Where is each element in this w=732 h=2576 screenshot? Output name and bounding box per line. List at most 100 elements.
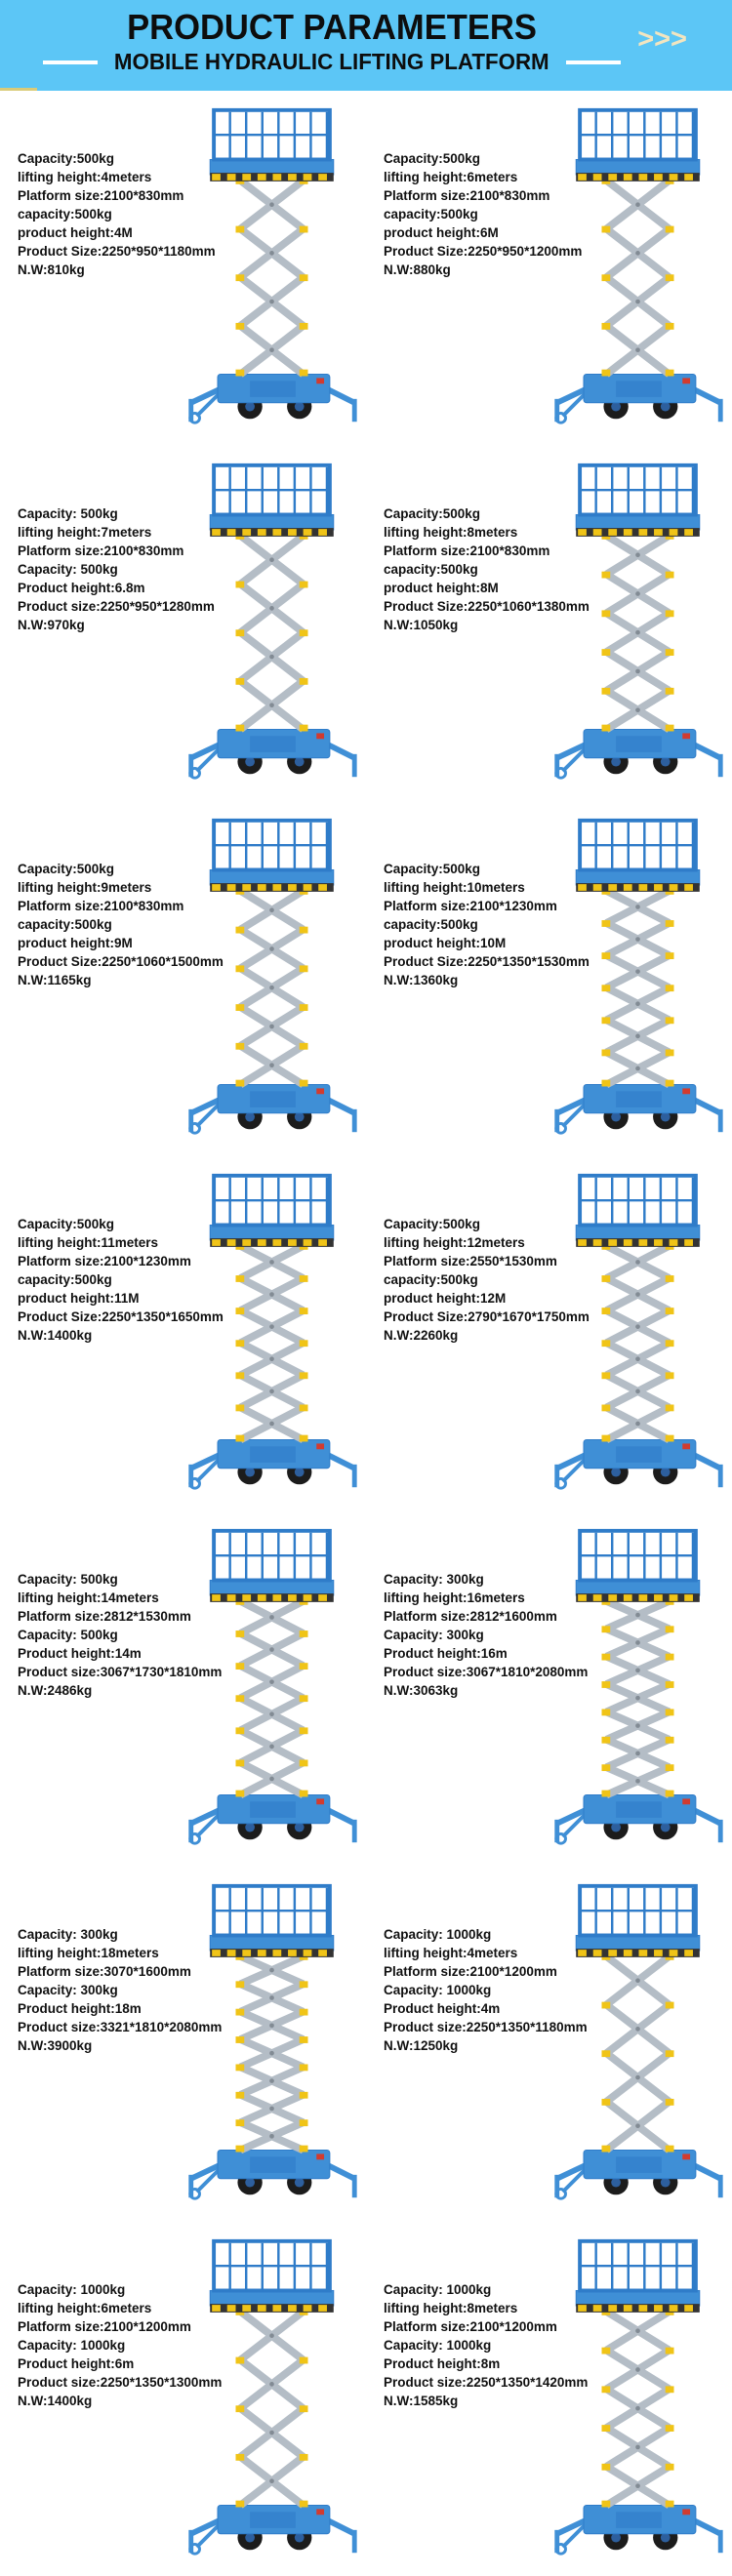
spec-line: product height:4M xyxy=(18,225,133,240)
spec-line: Capacity:500kg xyxy=(18,862,115,876)
spec-line: Platform size:2100*830mm xyxy=(384,543,550,558)
spec-line: product height:6M xyxy=(384,225,499,240)
spec-line: Product Size:2250*1350*1650mm xyxy=(18,1309,224,1324)
scissor-lift-image xyxy=(176,1511,366,1867)
scissor-lift-image xyxy=(542,91,732,446)
spec-line: N.W:1400kg xyxy=(18,1328,93,1343)
spec-line: Platform size:2100*1200mm xyxy=(384,1964,557,1979)
spec-line: Product Size:2250*950*1200mm xyxy=(384,244,583,259)
spec-line: lifting height:9meters xyxy=(18,880,152,895)
subtitle-row: MOBILE HYDRAULIC LIFTING PLATFORM xyxy=(0,49,664,75)
spec-line: Product size:2250*1350*1420mm xyxy=(384,2375,589,2390)
spec-line: Product Size:2250*950*1180mm xyxy=(18,244,216,259)
spec-line: Capacity: 1000kg xyxy=(18,2338,126,2353)
spec-line: Product size:3321*1810*2080mm xyxy=(18,2020,223,2034)
spec-line: Capacity: 1000kg xyxy=(18,2282,126,2297)
scissor-lift-image xyxy=(542,801,732,1156)
spec-line: Capacity: 1000kg xyxy=(384,2282,492,2297)
spec-line: Capacity: 500kg xyxy=(18,1572,118,1587)
spec-line: N.W:3900kg xyxy=(18,2038,93,2053)
spec-line: product height:12M xyxy=(384,1291,507,1306)
spec-line: lifting height:8meters xyxy=(384,2301,518,2315)
scissor-lift-image xyxy=(176,1867,366,2222)
spec-line: Capacity:500kg xyxy=(384,506,481,521)
spec-line: lifting height:8meters xyxy=(384,525,518,540)
spec-line: Product size:2250*1350*1180mm xyxy=(384,2020,588,2034)
spec-line: Platform size:2100*830mm xyxy=(18,899,184,913)
spec-line: N.W:2260kg xyxy=(384,1328,459,1343)
spec-line: Platform size:3070*1600mm xyxy=(18,1964,191,1979)
spec-line: Product height:6m xyxy=(18,2356,135,2371)
spec-line: Product height:16m xyxy=(384,1646,508,1661)
spec-line: Product height:4m xyxy=(384,2001,501,2016)
spec-line: N.W:2486kg xyxy=(18,1683,93,1698)
scissor-lift-image xyxy=(542,446,732,801)
spec-line: product height:8M xyxy=(384,581,499,595)
spec-line: capacity:500kg xyxy=(18,917,112,932)
spec-line: Product Size:2250*1060*1380mm xyxy=(384,599,590,614)
spec-line: N.W:1585kg xyxy=(384,2394,459,2408)
spec-line: Capacity: 1000kg xyxy=(384,1983,492,1997)
header-banner: PRODUCT PARAMETERS MOBILE HYDRAULIC LIFT… xyxy=(0,0,732,91)
spec-line: Capacity: 1000kg xyxy=(384,1927,492,1942)
scissor-lift-image xyxy=(542,1867,732,2222)
spec-line: Platform size:2812*1530mm xyxy=(18,1609,191,1624)
spec-line: Platform size:2100*1200mm xyxy=(18,2319,191,2334)
spec-line: capacity:500kg xyxy=(384,917,478,932)
spec-line: N.W:1165kg xyxy=(18,973,92,987)
spec-line: N.W:1050kg xyxy=(384,618,459,632)
spec-line: Product size:3067*1810*2080mm xyxy=(384,1665,589,1679)
spec-line: Platform size:2100*830mm xyxy=(18,188,184,203)
spec-line: lifting height:11meters xyxy=(18,1235,159,1250)
spec-line: lifting height:6meters xyxy=(18,2301,152,2315)
spec-line: product height:10M xyxy=(384,936,507,950)
spec-line: Product Size:2790*1670*1750mm xyxy=(384,1309,590,1324)
spec-line: capacity:500kg xyxy=(18,1272,112,1287)
left-dash xyxy=(43,60,99,64)
spec-line: Product Size:2250*1350*1530mm xyxy=(384,954,590,969)
spec-line: Capacity:500kg xyxy=(18,1217,115,1231)
spec-line: product height:11M xyxy=(18,1291,140,1306)
spec-line: N.W:810kg xyxy=(18,262,85,277)
spec-line: Platform size:2550*1530mm xyxy=(384,1254,557,1268)
scissor-lift-image xyxy=(542,1156,732,1511)
spec-line: N.W:1360kg xyxy=(384,973,459,987)
spec-line: product height:9M xyxy=(18,936,133,950)
scissor-lift-image xyxy=(176,91,366,446)
spec-line: lifting height:4meters xyxy=(18,170,152,184)
spec-line: Product height:6.8m xyxy=(18,581,145,595)
scissor-lift-image xyxy=(542,1511,732,1867)
spec-line: Product height:18m xyxy=(18,2001,142,2016)
spec-line: Capacity:500kg xyxy=(384,862,481,876)
spec-line: Capacity: 1000kg xyxy=(384,2338,492,2353)
spec-line: Platform size:2100*1200mm xyxy=(384,2319,557,2334)
yellow-accent-line xyxy=(0,88,37,91)
spec-line: Platform size:2100*830mm xyxy=(384,188,550,203)
spec-line: Platform size:2100*830mm xyxy=(18,543,184,558)
spec-line: lifting height:10meters xyxy=(384,880,525,895)
page-subtitle: MOBILE HYDRAULIC LIFTING PLATFORM xyxy=(114,49,549,74)
page-title: PRODUCT PARAMETERS xyxy=(127,7,537,47)
spec-line: lifting height:4meters xyxy=(384,1946,518,1960)
spec-line: Capacity: 300kg xyxy=(18,1983,118,1997)
spec-line: N.W:1400kg xyxy=(18,2394,93,2408)
spec-line: Product Size:2250*1060*1500mm xyxy=(18,954,224,969)
